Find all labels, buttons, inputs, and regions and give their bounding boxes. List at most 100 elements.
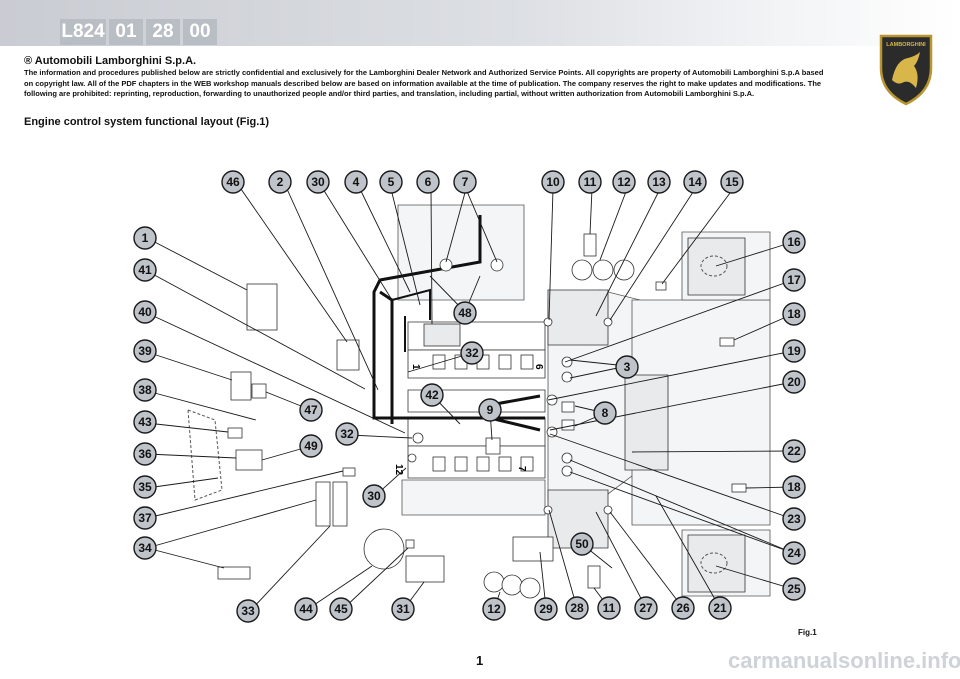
svg-text:46: 46	[226, 175, 240, 189]
svg-text:30: 30	[367, 489, 381, 503]
callout-38: 38	[133, 378, 157, 402]
svg-text:43: 43	[138, 415, 152, 429]
cylinder-label-7: 7	[516, 466, 527, 472]
callout-42: 42	[420, 383, 444, 407]
callout-12b: 12	[482, 597, 506, 621]
component-parts	[187, 233, 747, 599]
svg-text:32: 32	[340, 427, 354, 441]
section-title: Engine control system functional layout …	[24, 116, 270, 128]
manual-code-group: 01	[109, 19, 143, 45]
callout-12: 12	[612, 170, 636, 194]
callout-30b: 30	[362, 484, 386, 508]
svg-text:22: 22	[787, 444, 801, 458]
callout-32b: 32	[335, 422, 359, 446]
svg-text:13: 13	[652, 175, 666, 189]
callout-34: 34	[133, 536, 157, 560]
callout-40: 40	[133, 300, 157, 324]
callout-37: 37	[133, 506, 157, 530]
callout-11: 11	[578, 170, 602, 194]
svg-text:20: 20	[787, 375, 801, 389]
svg-text:25: 25	[787, 582, 801, 596]
svg-text:5: 5	[388, 175, 395, 189]
callout-20: 20	[782, 370, 806, 394]
callout-22: 22	[782, 439, 806, 463]
svg-text:2: 2	[277, 175, 284, 189]
svg-text:41: 41	[138, 263, 152, 277]
callout-33: 33	[236, 599, 260, 623]
svg-text:50: 50	[575, 537, 589, 551]
svg-text:18: 18	[787, 480, 801, 494]
company-name: ® Automobili Lamborghini S.p.A.	[24, 55, 197, 67]
svg-text:17: 17	[787, 273, 801, 287]
callout-1: 1	[133, 226, 157, 250]
svg-text:38: 38	[138, 383, 152, 397]
callout-23: 23	[782, 507, 806, 531]
callout-46: 46	[221, 170, 245, 194]
callout-18: 18	[782, 302, 806, 326]
callout-43: 43	[133, 410, 157, 434]
callout-48: 48	[453, 301, 477, 325]
svg-text:3: 3	[624, 360, 631, 374]
svg-text:11: 11	[603, 601, 616, 615]
figure-label: Fig.1	[798, 628, 817, 637]
lamborghini-logo: LAMBORGHINI	[879, 34, 933, 106]
manual-code-subgroup: 28	[146, 19, 180, 45]
svg-text:47: 47	[304, 403, 318, 417]
svg-text:35: 35	[138, 480, 152, 494]
callout-19: 19	[782, 339, 806, 363]
callout-49: 49	[299, 434, 323, 458]
callout-50: 50	[570, 532, 594, 556]
svg-text:49: 49	[304, 439, 318, 453]
svg-text:12: 12	[487, 602, 501, 616]
svg-text:23: 23	[787, 512, 801, 526]
callout-27: 27	[634, 596, 658, 620]
svg-text:4: 4	[353, 175, 360, 189]
svg-text:6: 6	[425, 175, 432, 189]
callout-6: 6	[416, 170, 440, 194]
watermark: carmanualsonline.info	[728, 648, 960, 673]
svg-text:42: 42	[425, 388, 439, 402]
svg-text:16: 16	[787, 235, 801, 249]
copyright-text: The information and procedures published…	[24, 68, 824, 99]
callout-41: 41	[133, 258, 157, 282]
callout-2: 2	[268, 170, 292, 194]
svg-text:27: 27	[639, 601, 653, 615]
svg-text:12: 12	[617, 175, 631, 189]
callout-3: 3	[615, 355, 639, 379]
callout-15: 15	[720, 170, 744, 194]
svg-text:45: 45	[334, 602, 348, 616]
cylinder-label-12: 12	[393, 464, 404, 476]
callout-45: 45	[329, 597, 353, 621]
svg-text:14: 14	[688, 175, 702, 189]
callout-39: 39	[133, 339, 157, 363]
callout-21: 21	[708, 596, 732, 620]
callout-5: 5	[379, 170, 403, 194]
svg-text:44: 44	[299, 602, 313, 616]
svg-text:32: 32	[465, 346, 479, 360]
svg-text:18: 18	[787, 307, 801, 321]
svg-text:39: 39	[138, 344, 152, 358]
svg-text:31: 31	[396, 602, 410, 616]
callout-13: 13	[647, 170, 671, 194]
svg-text:8: 8	[602, 406, 609, 420]
cylinder-label-1: 1	[410, 364, 421, 370]
callout-47: 47	[299, 398, 323, 422]
callout-14: 14	[683, 170, 707, 194]
callout-35: 35	[133, 475, 157, 499]
svg-text:48: 48	[458, 306, 472, 320]
svg-text:40: 40	[138, 305, 152, 319]
cylinder-label-6: 6	[533, 364, 544, 370]
svg-text:9: 9	[487, 403, 494, 417]
callout-26: 26	[671, 596, 695, 620]
svg-text:10: 10	[546, 175, 560, 189]
callout-31: 31	[391, 597, 415, 621]
svg-text:37: 37	[138, 511, 152, 525]
callout-17: 17	[782, 268, 806, 292]
svg-text:1: 1	[142, 231, 149, 245]
callout-7: 7	[453, 170, 477, 194]
callout-16: 16	[782, 230, 806, 254]
callout-28: 28	[565, 596, 589, 620]
callout-30: 30	[306, 170, 330, 194]
manual-code-model: L824	[60, 19, 106, 45]
